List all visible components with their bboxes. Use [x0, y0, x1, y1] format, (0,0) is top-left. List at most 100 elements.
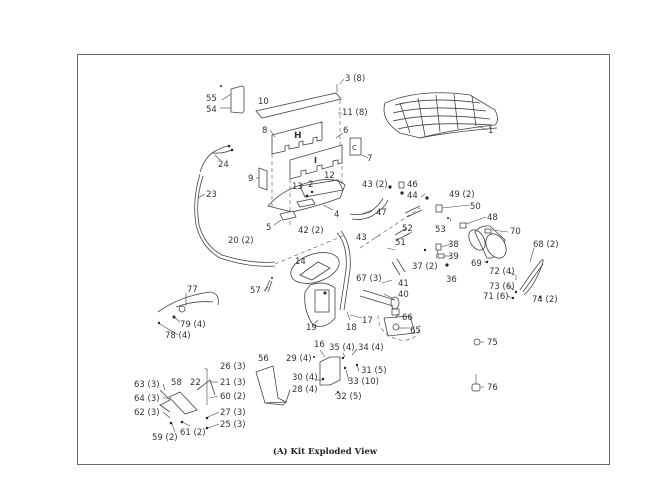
callout-23: 23 — [206, 190, 217, 200]
callout-30: 30 (4) — [292, 373, 318, 383]
part-fitting-46 — [398, 181, 405, 189]
callout-73: 73 (6) — [489, 282, 515, 292]
part-pad — [220, 85, 245, 114]
callout-1: 1 — [488, 126, 493, 136]
part-75 — [473, 338, 481, 346]
callout-64: 64 (3) — [134, 394, 160, 404]
callout-8: 8 — [262, 126, 267, 136]
callout-74: 74 (2) — [532, 295, 558, 305]
callout-12: 12 — [324, 171, 335, 181]
callout-2: 2 — [308, 180, 313, 190]
callout-75: 75 — [487, 338, 498, 348]
part-tank — [468, 225, 507, 264]
callout-61: 61 (2) — [180, 428, 206, 438]
callout-40: 40 — [398, 290, 409, 300]
leader-lines — [159, 78, 535, 433]
callout-68: 68 (2) — [533, 240, 559, 250]
callout-39: 39 — [448, 252, 459, 262]
callout-13: 13 — [292, 182, 303, 192]
part-76 — [471, 374, 481, 392]
callout-60: 60 (2) — [220, 392, 246, 402]
callout-18: 18 — [346, 323, 357, 333]
callout-26: 26 (3) — [220, 362, 246, 372]
callout-77: 77 — [187, 285, 198, 295]
callout-27: 27 (3) — [220, 408, 246, 418]
callout-46: 46 — [407, 180, 418, 190]
callout-35: 35 (4) — [329, 343, 355, 353]
callout-56: 56 — [258, 354, 269, 364]
part-hose-43 — [336, 230, 351, 311]
callout-79: 79 (4) — [180, 320, 206, 330]
part-57 — [264, 277, 273, 293]
part-plate-9 — [258, 167, 268, 191]
callout-5: 5 — [266, 223, 271, 233]
callout-11: 11 (8) — [342, 108, 368, 118]
callout-65: 65 — [410, 326, 421, 336]
callout-16: 16 — [314, 340, 325, 350]
callout-33: 33 (10) — [348, 377, 379, 387]
callout-58: 58 — [171, 378, 182, 388]
callout-31: 31 (5) — [361, 366, 387, 376]
callout-57: 57 — [250, 286, 261, 296]
callout-3: 3 (8) — [345, 74, 365, 84]
callout-41: 41 — [398, 279, 409, 289]
callout-38: 38 — [448, 240, 459, 250]
callout-69: 69 — [471, 259, 482, 269]
callout-50: 50 — [470, 202, 481, 212]
callout-6: 6 — [343, 126, 348, 136]
callout-66: 66 — [402, 313, 413, 323]
part-tray — [267, 179, 346, 221]
callout-53: 53 — [435, 225, 446, 235]
diagram-frame — [77, 54, 610, 465]
callout-19: 19 — [306, 323, 317, 333]
part-bracket-16 — [313, 356, 359, 393]
callout-63: 63 (3) — [134, 380, 160, 390]
part-valve — [425, 196, 467, 229]
callout-10: 10 — [258, 97, 269, 107]
callout-34: 34 (4) — [358, 343, 384, 353]
callout-71: 71 (6) — [483, 292, 509, 302]
callout-37: 37 (2) — [412, 262, 438, 272]
callout-28: 28 (4) — [292, 385, 318, 395]
svg-text:C: C — [352, 144, 357, 152]
callout-42: 42 (2) — [298, 226, 324, 236]
callout-62: 62 (3) — [134, 408, 160, 418]
part-clamp — [511, 259, 544, 300]
callout-52: 52 — [402, 224, 413, 234]
part-hose-47 — [349, 197, 389, 220]
callout-55: 55 — [206, 94, 217, 104]
part-dish — [290, 252, 340, 284]
callout-70: 70 — [510, 227, 521, 237]
callout-4: 4 — [334, 210, 339, 220]
callout-14: 14 — [295, 257, 306, 267]
part-plate-7: C — [349, 137, 362, 156]
figure-caption: (A) Kit Exploded View — [272, 447, 378, 457]
callout-44: 44 — [407, 191, 418, 201]
callout-21: 21 (3) — [220, 378, 246, 388]
callout-20: 20 (2) — [228, 236, 254, 246]
callout-labels: 3 (8) 55 54 10 11 (8) 1 8 6 7 9 24 23 13… — [134, 74, 559, 443]
callout-43b: 43 (2) — [362, 180, 388, 190]
callout-43: 43 — [356, 233, 367, 243]
part-bracket-8: H — [271, 121, 323, 155]
part-plate-58 — [159, 370, 216, 430]
callout-9: 9 — [248, 174, 253, 184]
callout-59: 59 (2) — [152, 433, 178, 443]
svg-text:H: H — [294, 131, 302, 141]
svg-text:I: I — [314, 156, 317, 165]
part-box-56 — [255, 365, 291, 406]
callout-47: 47 — [376, 208, 387, 218]
callout-17: 17 — [362, 316, 373, 326]
callout-48: 48 — [487, 213, 498, 223]
callout-32: 32 (5) — [336, 392, 362, 402]
part-line-52 — [359, 205, 423, 249]
callout-24: 24 — [218, 160, 229, 170]
callout-49: 49 (2) — [449, 190, 475, 200]
callout-54: 54 — [206, 105, 217, 115]
callout-76: 76 — [487, 383, 498, 393]
part-fitting-43 — [388, 185, 392, 189]
part-bracket-6: I — [289, 144, 343, 180]
callout-29: 29 (4) — [286, 354, 312, 364]
part-fitting-44 — [400, 191, 404, 195]
